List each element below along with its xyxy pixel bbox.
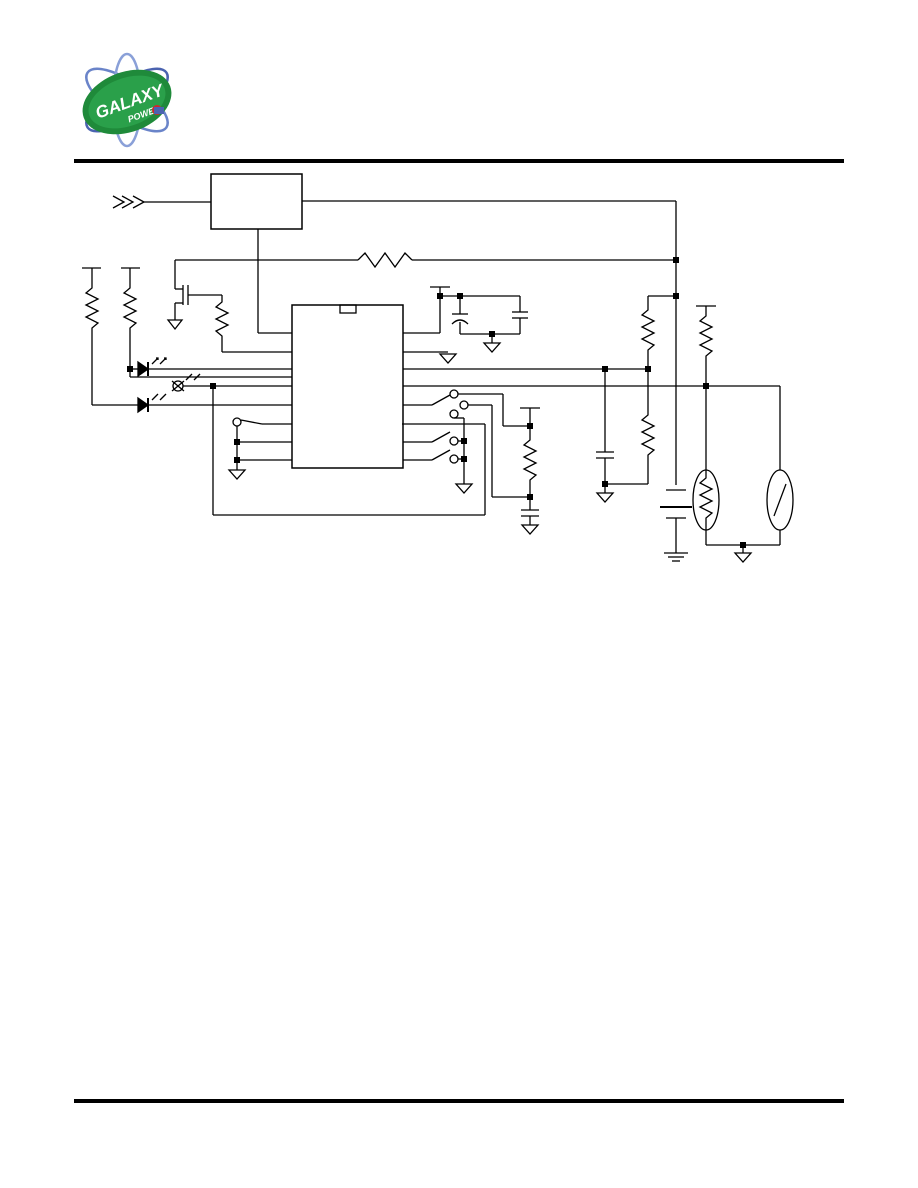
capacitor-polarized [451, 296, 469, 334]
controller-ic [291, 304, 404, 469]
resistor-right [698, 306, 714, 470]
battery-cell [660, 475, 692, 562]
switch-right-4 [403, 449, 464, 464]
resistor-top [357, 251, 413, 269]
switch-left [227, 417, 292, 480]
capacitor-bottom [520, 509, 540, 535]
resistor-left-1 [84, 268, 100, 405]
switch-right-2 [449, 400, 530, 498]
input-connector-arrow [112, 195, 211, 209]
thermistor-2 [766, 469, 794, 531]
junction-dots [127, 257, 746, 548]
mosfet-transistor [166, 285, 292, 353]
led-1 [130, 357, 292, 378]
switch-right-1 [403, 389, 530, 427]
switch-right-3 [403, 431, 464, 446]
power-module-block [210, 173, 303, 230]
ic-notch [339, 304, 357, 314]
circuit-schematic [82, 173, 794, 563]
phototransistor [171, 373, 201, 392]
capacitor-small [512, 296, 528, 334]
resistor-gate [214, 295, 230, 352]
galaxy-power-logo: GALAXY POWER [72, 52, 182, 150]
header-rule [74, 159, 844, 163]
thermistor-1 [692, 469, 720, 531]
footer-rule [74, 1099, 844, 1103]
resistor-switch-pullup [522, 408, 538, 510]
resistor-left-2 [122, 268, 138, 369]
resistor-divider [640, 296, 656, 484]
capacitor-divider [595, 451, 615, 503]
led-2 [92, 393, 292, 414]
